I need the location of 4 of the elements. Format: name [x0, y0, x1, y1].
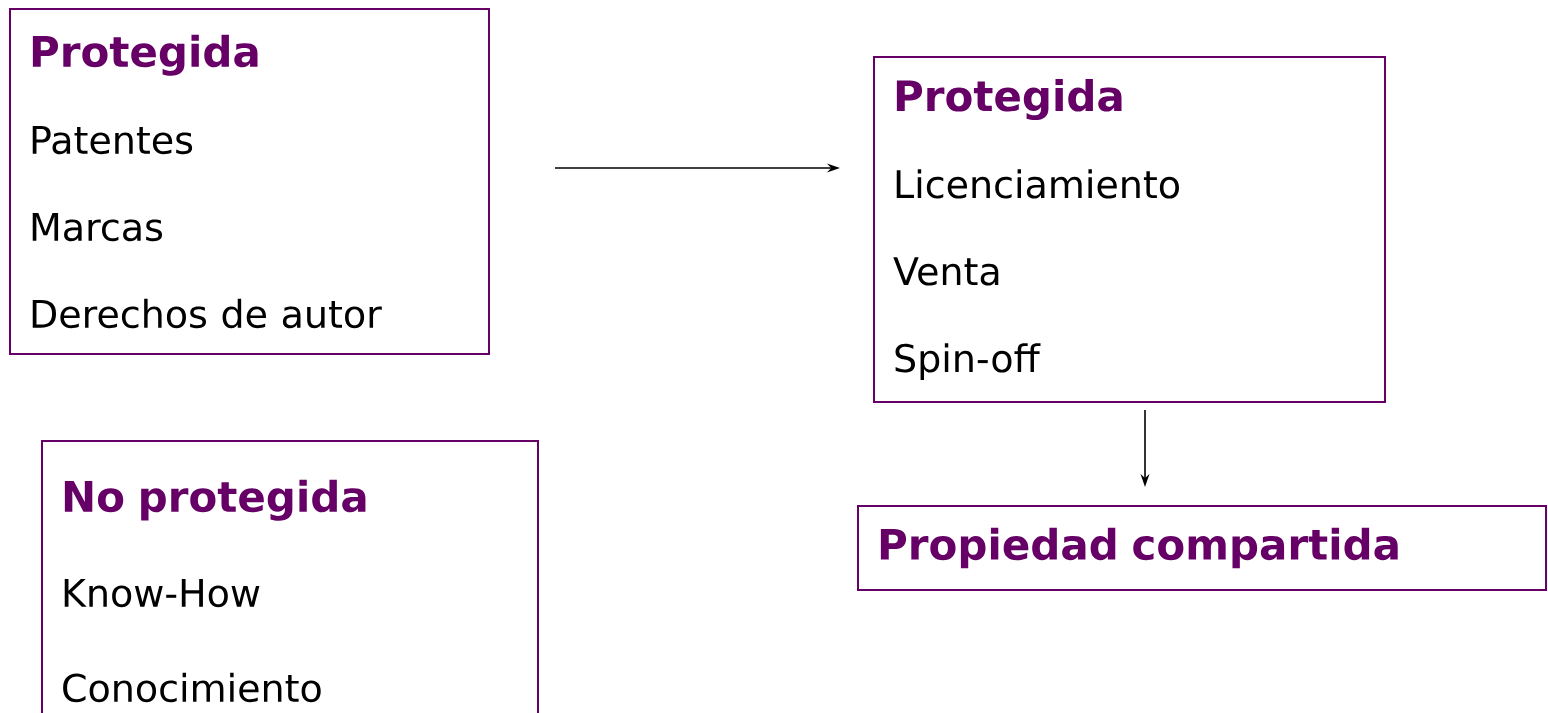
text-box: Protegida Patentes Marcas Derechos de autor: [9, 8, 490, 355]
text-box: Protegida Licenciamiento Venta Spin-off: [873, 56, 1386, 403]
text-box: Propiedad compartida: [857, 505, 1547, 591]
text-box: No protegida Know-How Conocimiento: [41, 440, 539, 713]
